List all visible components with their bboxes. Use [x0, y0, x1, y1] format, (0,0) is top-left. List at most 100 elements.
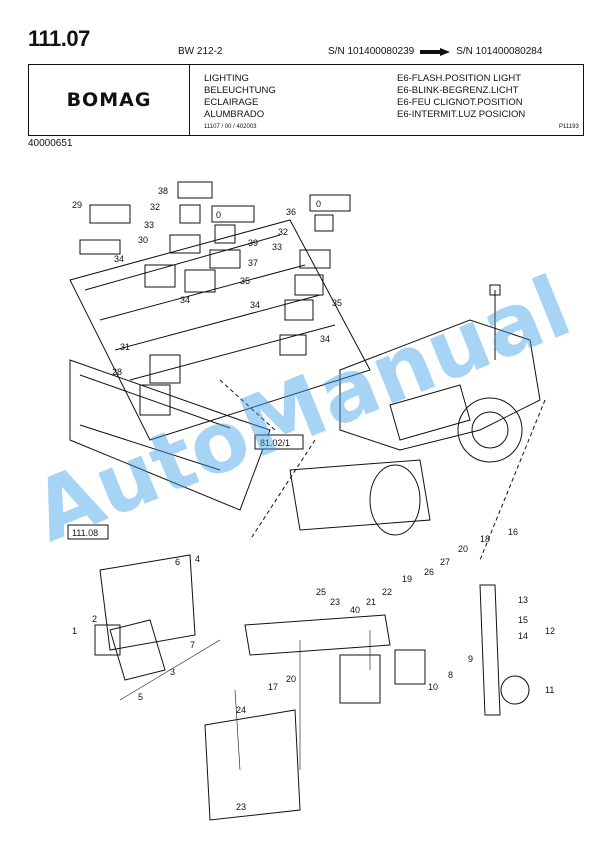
part-label-9: 9 — [468, 654, 473, 664]
bomag-logo: BOMAG — [66, 89, 152, 111]
part-label-14: 14 — [518, 631, 528, 641]
part-label-17: 17 — [268, 682, 278, 692]
lamp-cover-2 — [94, 624, 121, 656]
ref-box-111-08 — [67, 524, 109, 540]
lamp-10 — [394, 649, 426, 685]
machine-body — [339, 319, 541, 451]
lamp-housing — [99, 554, 196, 651]
part-label-34b: 34 — [180, 295, 190, 305]
switch-34-b — [184, 269, 216, 293]
title-es: ALUMBRADO — [204, 109, 265, 120]
subtitle-es: E6-INTERMIT.LUZ POSICION — [397, 109, 526, 120]
switch-38 — [179, 204, 201, 224]
switch-34-c — [279, 334, 307, 356]
part-label-4: 4 — [195, 554, 200, 564]
part-label-13: 13 — [518, 595, 528, 605]
part-label-5: 5 — [138, 692, 143, 702]
part-label-32b: 32 — [278, 227, 288, 237]
arrow-right-icon — [420, 47, 451, 56]
part-label-30: 30 — [138, 235, 148, 245]
part-label-40: 40 — [350, 605, 360, 615]
ref-box-81-02 — [254, 434, 304, 450]
part-label-22: 22 — [382, 587, 392, 597]
part-label-23: 23 — [330, 597, 340, 607]
part-label-24: 24 — [236, 705, 246, 715]
serial-from: S/N 101400080239 — [328, 46, 415, 57]
page-number: 111.07 — [28, 26, 90, 51]
part-label-25: 25 — [316, 587, 326, 597]
roller-wheel — [457, 397, 523, 463]
part-label-3: 3 — [170, 667, 175, 677]
cover-29 — [89, 204, 131, 224]
part-label-32: 32 — [150, 202, 160, 212]
part-label-6: 6 — [175, 557, 180, 567]
part-label-8: 8 — [448, 670, 453, 680]
subtitle-fr: E6-FEU CLIGNOT.POSITION — [397, 97, 523, 108]
part-label-34: 34 — [114, 254, 124, 264]
part-label-39: 39 — [248, 238, 258, 248]
part-label-21: 21 — [366, 597, 376, 607]
part-label-27: 27 — [440, 557, 450, 567]
cover-30 — [79, 239, 121, 255]
part-label-38: 38 — [158, 186, 168, 196]
bracket-24 — [204, 709, 301, 821]
frame-beam — [69, 359, 271, 511]
part-label-23b: 23 — [236, 802, 246, 812]
part-label-10: 10 — [428, 682, 438, 692]
part-label-19: 19 — [402, 574, 412, 584]
part-label-29: 29 — [72, 200, 82, 210]
part-label-37: 37 — [248, 258, 258, 268]
subtitle-de: E6-BLINK-BEGRENZ.LICHT — [397, 85, 519, 96]
switch-33 — [169, 234, 201, 254]
part-label-35b: 35 — [332, 298, 342, 308]
switch-33b — [299, 249, 331, 269]
switch-35-b — [284, 299, 314, 321]
switch-symbol: 0 — [216, 210, 221, 220]
part-label-34c: 34 — [250, 300, 260, 310]
part-label-15: 15 — [518, 615, 528, 625]
dashboard-panel — [69, 219, 371, 441]
part-label-11: 11 — [545, 685, 554, 695]
bracket-28 — [139, 384, 171, 416]
title-de: BELEUCHTUNG — [204, 85, 276, 96]
part-label-20: 20 — [458, 544, 468, 554]
part-label-18: 18 — [480, 534, 490, 544]
title-fr: ECLAIRAGE — [204, 97, 259, 108]
part-label-20b: 20 — [286, 674, 296, 684]
part-label-12: 12 — [545, 626, 555, 636]
part-label-16: 16 — [508, 527, 518, 537]
switch-36 — [314, 214, 334, 232]
switch-35-a — [294, 274, 324, 296]
bracket-25 — [244, 614, 391, 656]
part-label-34d: 34 — [320, 334, 330, 344]
ref-box-81-02-label: 81.02/1 — [260, 438, 290, 448]
ref-code: 11107 / 00 / 402003 — [204, 124, 257, 130]
model-label: BW 212-2 — [178, 46, 223, 57]
part-label-36: 36 — [286, 207, 296, 217]
ref-box-111-08-label: 111.08 — [72, 528, 98, 538]
part-label-1: 1 — [72, 626, 77, 636]
part-label-35: 35 — [240, 276, 250, 286]
serial-to: S/N 101400080284 — [456, 46, 543, 57]
bar-12 — [479, 584, 501, 716]
subtitle-en: E6-FLASH.POSITION LIGHT — [397, 73, 522, 84]
titles-right: E6-FLASH.POSITION LIGHT E6-BLINK-BEGRENZ… — [397, 73, 525, 121]
lamp-symbol: 0 — [316, 199, 321, 209]
title-block: BOMAG LIGHTING BELEUCHTUNG ECLAIRAGE ALU… — [28, 64, 584, 136]
part-label-28: 28 — [112, 367, 122, 377]
serial-range: S/N 101400080239 S/N 101400080284 — [328, 46, 542, 57]
disc-11 — [500, 675, 530, 705]
relay-31 — [149, 354, 181, 384]
part-label-2: 2 — [92, 614, 97, 624]
switch-symbol-box — [211, 205, 255, 223]
titles-left: LIGHTING BELEUCHTUNG ECLAIRAGE ALUMBRADO — [204, 73, 276, 121]
indicator-symbol-box — [177, 181, 213, 199]
part-label-7: 7 — [190, 640, 195, 650]
drum — [289, 459, 431, 531]
switch-37 — [209, 249, 241, 269]
part-label-26: 26 — [424, 567, 434, 577]
doc-number: 40000651 — [28, 138, 73, 149]
ref-code-right: P11193 — [559, 124, 579, 130]
part-label-33b: 33 — [272, 242, 282, 252]
part-label-33: 33 — [144, 220, 154, 230]
